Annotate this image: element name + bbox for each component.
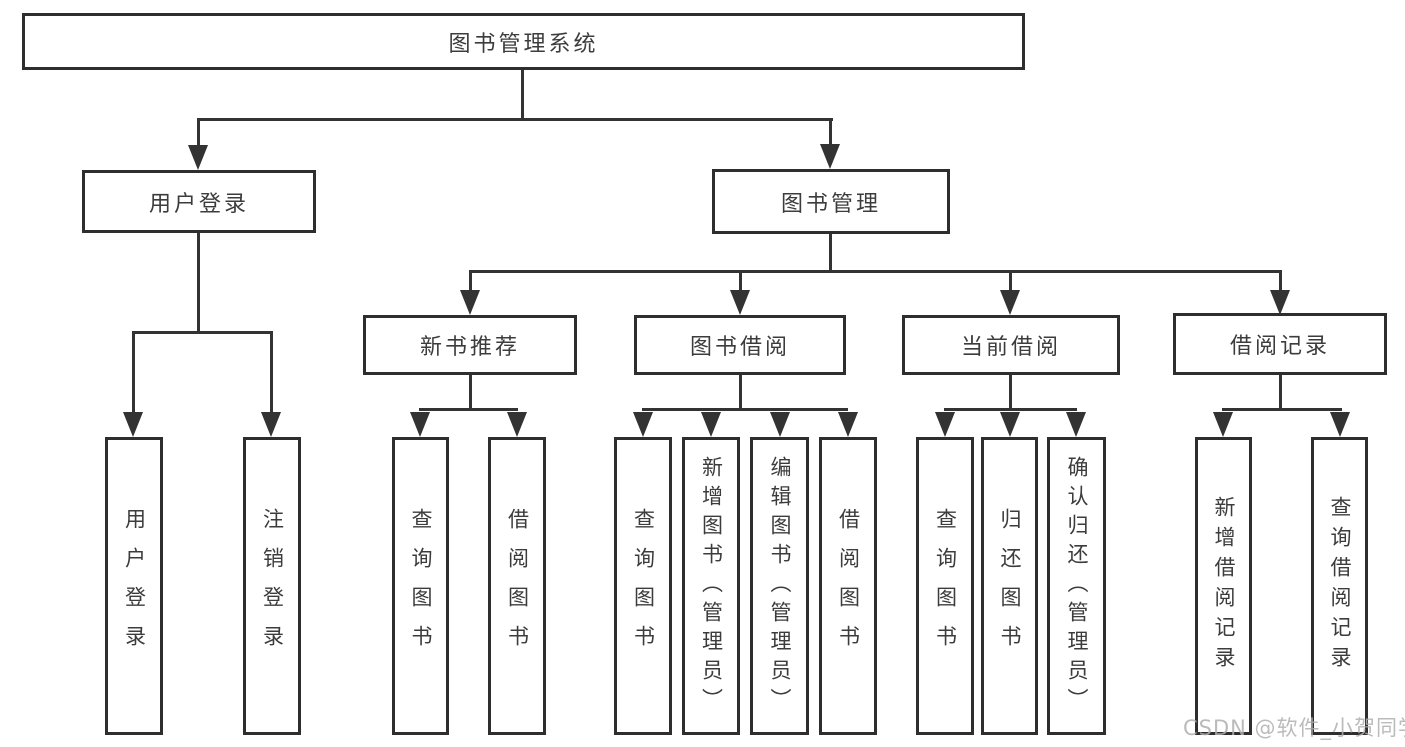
arrowhead-icon — [123, 412, 143, 437]
csdn-watermark: CSDN @软件_小贺同学 — [1183, 716, 1405, 740]
connector-line — [469, 270, 1281, 273]
node-root-label: 图书管理系统 — [448, 31, 599, 57]
node-new-book-recommend-label: 新书推荐 — [419, 335, 520, 360]
connector-line — [469, 270, 472, 295]
connector-line — [642, 408, 848, 411]
arrowhead-icon — [1066, 412, 1086, 437]
connector-line — [1222, 408, 1342, 411]
leaf-label: 查询图书 — [409, 508, 433, 664]
leaf-label: 查询借阅记录 — [1328, 496, 1352, 676]
arrowhead-icon — [410, 412, 430, 437]
leaf-user-login: 用户登录 — [105, 437, 163, 735]
arrowhead-icon — [820, 144, 840, 169]
arrowhead-icon — [1330, 412, 1350, 437]
leaf-query-books-current: 查询图书 — [916, 437, 974, 735]
leaf-return-books: 归还图书 — [981, 437, 1038, 735]
connector-line — [197, 233, 200, 333]
leaf-label: 借阅图书 — [505, 508, 530, 664]
leaf-label: 新增借阅记录 — [1212, 496, 1236, 676]
leaf-query-borrow-record: 查询借阅记录 — [1311, 437, 1368, 735]
connector-line — [1009, 375, 1012, 410]
node-book-borrow: 图书借阅 — [634, 315, 846, 375]
connector-line — [419, 408, 518, 411]
leaf-label: 编辑图书（管理员） — [768, 455, 792, 717]
node-user-login: 用户登录 — [82, 170, 316, 233]
leaf-label: 查询图书 — [933, 508, 958, 664]
arrowhead-icon — [1213, 412, 1233, 437]
connector-line — [197, 118, 833, 121]
node-new-book-recommend: 新书推荐 — [363, 315, 577, 375]
leaf-label: 归还图书 — [998, 508, 1022, 664]
leaf-label: 查询图书 — [631, 508, 656, 664]
arrowhead-icon — [261, 412, 281, 437]
leaf-edit-books-admin: 编辑图书（管理员） — [750, 437, 809, 735]
arrowhead-icon — [507, 412, 527, 437]
connector-line — [270, 331, 273, 415]
leaf-label: 借阅图书 — [836, 508, 861, 664]
leaf-label: 确认归还（管理员） — [1065, 455, 1089, 717]
connector-line — [1279, 375, 1282, 410]
node-current-borrow: 当前借阅 — [902, 315, 1120, 375]
leaf-confirm-return-admin: 确认归还（管理员） — [1047, 437, 1106, 735]
leaf-user-login-label: 用户登录 — [122, 508, 147, 664]
node-book-management: 图书管理 — [712, 169, 950, 234]
node-root: 图书管理系统 — [22, 13, 1025, 70]
connector-line — [469, 375, 472, 410]
node-book-borrow-label: 图书借阅 — [689, 335, 790, 360]
leaf-logout: 注销登录 — [243, 437, 301, 735]
node-current-borrow-label: 当前借阅 — [960, 335, 1061, 360]
connector-line — [829, 234, 832, 272]
arrowhead-icon — [1000, 290, 1020, 315]
connector-line — [132, 331, 273, 334]
node-borrow-records: 借阅记录 — [1173, 313, 1387, 375]
node-book-management-label: 图书管理 — [780, 191, 881, 217]
arrowhead-icon — [633, 412, 653, 437]
node-user-login-label: 用户登录 — [148, 191, 249, 217]
leaf-add-borrow-record: 新增借阅记录 — [1195, 437, 1252, 735]
arrowhead-icon — [1000, 412, 1020, 437]
arrowhead-icon — [188, 145, 208, 170]
leaf-add-books-admin: 新增图书（管理员） — [682, 437, 740, 735]
leaf-label: 新增图书（管理员） — [699, 455, 724, 717]
arrowhead-icon — [838, 412, 858, 437]
connector-line — [739, 375, 742, 410]
connector-line — [739, 270, 742, 295]
leaf-query-books-borrow: 查询图书 — [614, 437, 672, 735]
arrowhead-icon — [935, 412, 955, 437]
node-borrow-records-label: 借阅记录 — [1229, 334, 1330, 359]
connector-line — [944, 408, 1077, 411]
leaf-borrow-books-recommend: 借阅图书 — [488, 437, 546, 735]
connector-line — [1279, 270, 1282, 295]
arrowhead-icon — [770, 412, 790, 437]
connector-line — [521, 70, 524, 120]
arrowhead-icon — [1270, 290, 1290, 315]
arrowhead-icon — [460, 290, 480, 315]
connector-line — [132, 331, 135, 415]
arrowhead-icon — [701, 412, 721, 437]
leaf-logout-label: 注销登录 — [260, 508, 285, 664]
connector-line — [1009, 270, 1012, 295]
connector-line — [197, 118, 200, 150]
arrowhead-icon — [730, 290, 750, 315]
leaf-borrow-books: 借阅图书 — [819, 437, 877, 735]
leaf-query-books-recommend: 查询图书 — [392, 437, 449, 735]
connector-line — [829, 118, 832, 149]
